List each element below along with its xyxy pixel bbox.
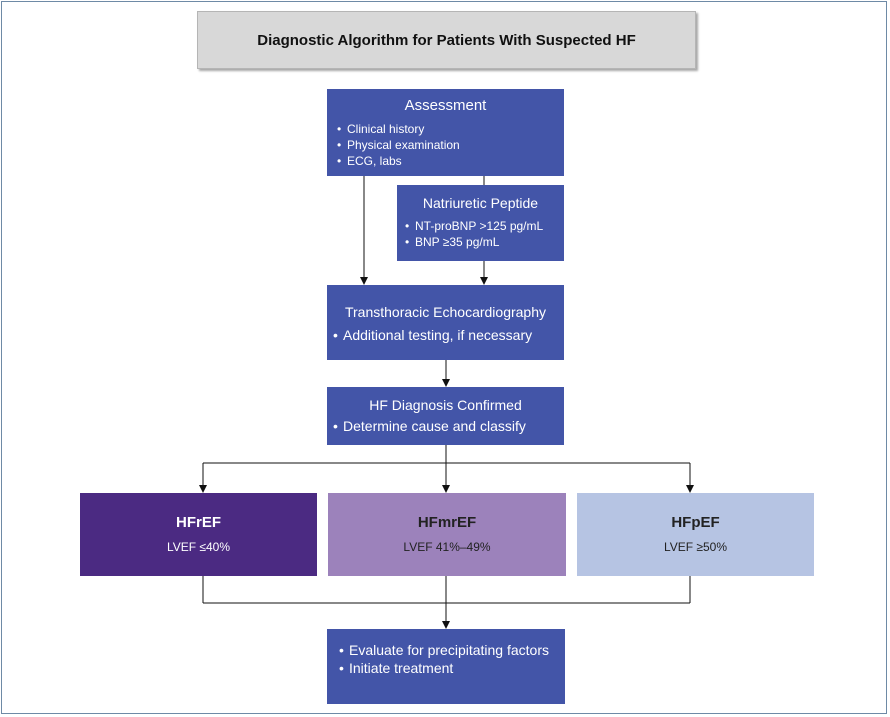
hfmref-box: HFmrEF LVEF 41%–49% xyxy=(328,493,566,576)
next-steps-item: Initiate treatment xyxy=(339,659,565,677)
natriuretic-peptide-box: Natriuretic Peptide NT-proBNP >125 pg/mL… xyxy=(397,185,564,261)
natriuretic-item: BNP ≥35 pg/mL xyxy=(405,234,564,250)
diagnosis-item: Determine cause and classify xyxy=(333,417,564,435)
natriuretic-list: NT-proBNP >125 pg/mL BNP ≥35 pg/mL xyxy=(405,218,564,250)
assessment-item: Clinical history xyxy=(337,121,564,137)
next-steps-item: Evaluate for precipitating factors xyxy=(339,641,565,659)
echocardiography-list: Additional testing, if necessary xyxy=(333,326,564,344)
echocardiography-heading: Transthoracic Echocardiography xyxy=(344,304,547,320)
diagram-title: Diagnostic Algorithm for Patients With S… xyxy=(197,11,696,69)
hfref-name: HFrEF xyxy=(176,514,221,531)
diagnosis-box: HF Diagnosis Confirmed Determine cause a… xyxy=(327,387,564,445)
natriuretic-heading: Natriuretic Peptide xyxy=(422,195,539,211)
assessment-heading: Assessment xyxy=(404,97,487,114)
diagnosis-list: Determine cause and classify xyxy=(333,417,564,435)
hfpef-box: HFpEF LVEF ≥50% xyxy=(577,493,814,576)
hfmref-lvef: LVEF 41%–49% xyxy=(403,540,491,554)
hfref-lvef: LVEF ≤40% xyxy=(166,540,231,554)
diagnosis-heading: HF Diagnosis Confirmed xyxy=(369,397,522,413)
hfref-box: HFrEF LVEF ≤40% xyxy=(80,493,317,576)
echocardiography-box: Transthoracic Echocardiography Additiona… xyxy=(327,285,564,360)
natriuretic-item: NT-proBNP >125 pg/mL xyxy=(405,218,564,234)
hfpef-lvef: LVEF ≥50% xyxy=(663,540,728,554)
echocardiography-item: Additional testing, if necessary xyxy=(333,326,564,344)
hfpef-name: HFpEF xyxy=(671,514,720,531)
assessment-box: Assessment Clinical history Physical exa… xyxy=(327,89,564,176)
assessment-item: ECG, labs xyxy=(337,153,564,169)
assessment-item: Physical examination xyxy=(337,137,564,153)
assessment-list: Clinical history Physical examination EC… xyxy=(337,121,564,169)
next-steps-box: Evaluate for precipitating factors Initi… xyxy=(327,629,565,704)
next-steps-list: Evaluate for precipitating factors Initi… xyxy=(339,641,565,677)
hfmref-name: HFmrEF xyxy=(417,514,477,531)
